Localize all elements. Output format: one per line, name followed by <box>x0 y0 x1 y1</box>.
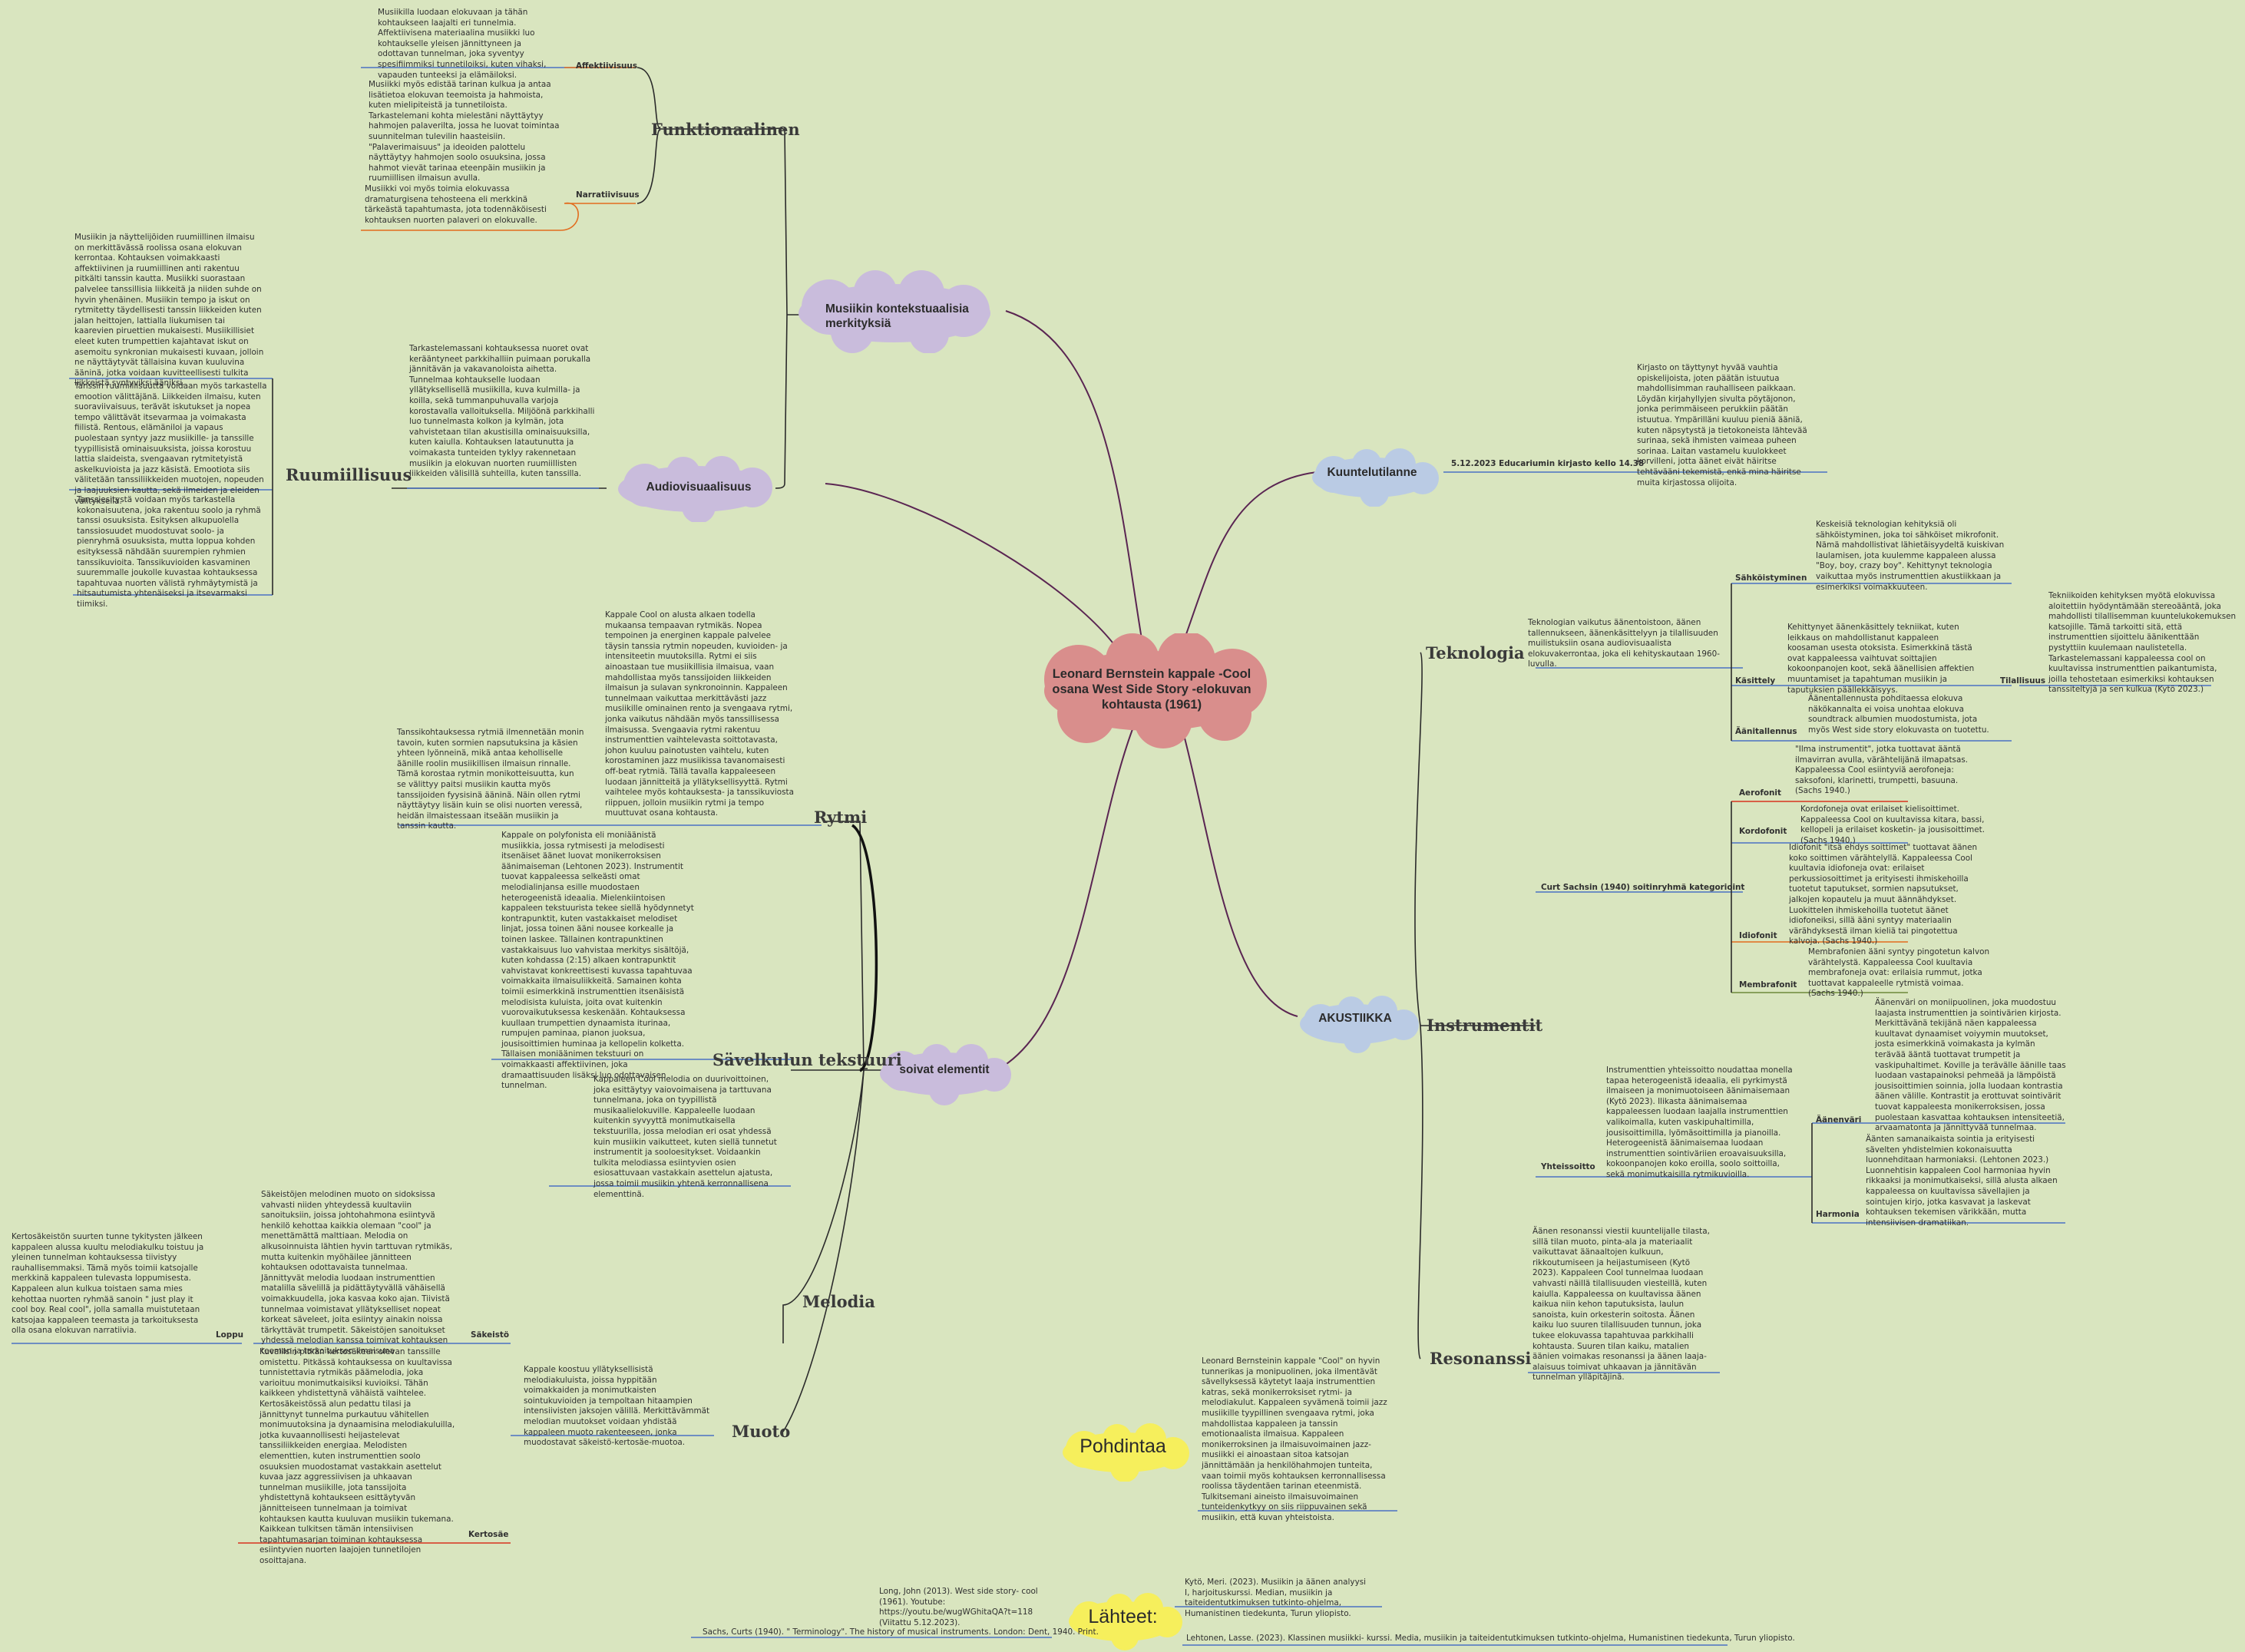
label-aerofonit: Aerofonit <box>1739 788 1781 798</box>
akustiikka-cloud <box>1300 996 1419 1053</box>
branch-akustiikka <box>1182 729 1298 1017</box>
text-sahkoistyminen: Keskeisiä teknologian kehityksiä oli säh… <box>1816 520 2005 592</box>
heading-rytmi: Rytmi <box>814 808 868 827</box>
text-narratiivisuus-a: Musiikki myös edistää tarinan kulkua ja … <box>369 80 560 183</box>
label-narratiivisuus: Narratiivisuus <box>576 190 640 200</box>
ref-lehtonen: Lehtonen, Lasse. (2023). Klassinen musii… <box>1186 1634 1795 1643</box>
av-label: Audiovisuaalisuus <box>646 481 752 494</box>
text-rytmi-b: Tanssikohtauksessa rytmiä ilmennetään mo… <box>397 728 584 831</box>
text-ruumiillisuus-a: Musiikin ja näyttelijöiden ruumiillinen … <box>74 233 264 388</box>
heading-melodia: Melodia <box>802 1292 875 1311</box>
branch-kontekst <box>1005 310 1145 653</box>
label-membrafonit: Membrafonit <box>1739 980 1797 990</box>
center-cloud <box>1044 633 1267 748</box>
ref-long: Long, John (2013). West side story- cool… <box>879 1587 1038 1627</box>
label-sahkoistyminen: Sähköistyminen <box>1735 573 1807 583</box>
kontekst-cloud <box>798 270 990 353</box>
label-kasittely: Käsittely <box>1735 676 1776 686</box>
text-loppu: Kertosäkeistön suurten tunne tykitysten … <box>12 1232 204 1336</box>
text-idiofonit: Idiofonit "itsä ehdys soittimet" tuottav… <box>1789 843 1978 947</box>
text-membrafonit: Membrafonien ääni syntyy pingotetun kalv… <box>1808 947 1990 999</box>
text-affektiivisuus: Musiikilla luodaan elokuvaan ja tähän ko… <box>378 8 547 80</box>
label-idiofonit: Idiofonit <box>1739 931 1777 940</box>
text-melodia: Kappaleen Cool melodia on duurivoittoine… <box>593 1075 777 1199</box>
pohdinta-cloud <box>1063 1423 1189 1482</box>
text-kertosae: Kuvailisin pitkän kertosäkeen olevan tan… <box>260 1347 455 1565</box>
text-muoto: Kappale koostuu yllätyksellisistä melodi… <box>524 1365 710 1448</box>
label-aanenvari: Äänenväri <box>1816 1115 1862 1125</box>
heading-instrumentit: Instrumentit <box>1427 1016 1543 1035</box>
ref-sachs: Sachs, Curts (1940). " Terminology". The… <box>703 1627 1099 1637</box>
soivat-cloud <box>880 1044 1011 1105</box>
heading-muoto: Muoto <box>732 1422 791 1441</box>
branch-av <box>825 483 1129 669</box>
label-harmonia: Harmonia <box>1816 1210 1860 1219</box>
soivat-label: soivat elementit <box>899 1063 990 1076</box>
label-kertosae: Kertosäe <box>468 1530 509 1539</box>
text-yhteissoitto: Instrumenttien yhteissoitto noudattaa mo… <box>1606 1066 1793 1179</box>
label-kordofonit: Kordofonit <box>1739 827 1787 836</box>
text-teknologia: Teknologian vaikutus äänentoistoon, ääne… <box>1528 618 1721 669</box>
branch-soivat <box>997 729 1133 1070</box>
kontekst-label: Musiikin kontekstuaalisia merkityksiä <box>825 302 969 330</box>
text-ruumiillisuus-b: Tanssin ruumiillisuutta voidaan myös tar… <box>74 382 267 506</box>
text-audiovisuaalisuus: Tarkastelemassani kohtauksessa nuoret ov… <box>409 344 595 479</box>
heading-savelkulku: Sävelkulun tekstuuri <box>713 1050 902 1069</box>
akustiikka-label: AKUSTIIKKA <box>1318 1012 1392 1025</box>
lahteet-cloud <box>1069 1593 1182 1650</box>
text-aanenvari: Äänenväri on moniipuolinen, joka muodost… <box>1875 998 2066 1133</box>
text-ruumiillisuus-c: Tanssiesitystä voidaan myös tarkastella … <box>77 495 261 609</box>
label-tilallisuus: Tilallisuus <box>2000 676 2046 686</box>
text-aanitallennus: Äänentallennusta pohditaessa elokuva näk… <box>1808 694 1989 735</box>
label-affektiivisuus: Affektiivisuus <box>576 61 638 71</box>
label-sakeisto: Säkeistö <box>471 1330 510 1340</box>
kuuntelu-label: Kuuntelutilanne <box>1327 466 1417 479</box>
av-cloud <box>618 456 772 522</box>
text-kuuntelu: Kirjasto on täyttynyt hyvää vauhtia opis… <box>1637 363 1807 487</box>
heading-teknologia: Teknologia <box>1426 643 1525 662</box>
text-savelkulku: Kappale on polyfonista eli moniäänistä m… <box>501 831 694 1091</box>
pohdinta-label: Pohdintaa <box>1080 1436 1166 1457</box>
text-kasittely: Kehittynyet äänenkäsittely tekniikat, ku… <box>1787 623 1975 695</box>
text-pohdinta: Leonard Bernsteinin kappale "Cool" on hy… <box>1202 1356 1387 1522</box>
text-narratiivisuus-b: Musiikki voi myös toimia elokuvassa dram… <box>365 184 547 225</box>
text-sakeisto: Säkeistöjen melodinen muoto on sidoksiss… <box>261 1190 453 1356</box>
kuuntelu-cloud <box>1312 448 1439 507</box>
label-loppu: Loppu <box>216 1330 244 1340</box>
text-aerofonit: "Ilma instrumentit", jotka tuottavat ään… <box>1795 745 1969 796</box>
label-yhteissoitto: Yhteissoitto <box>1541 1162 1595 1171</box>
heading-ruumiillisuus: Ruumiillisuus <box>286 465 412 484</box>
text-tilallisuus: Tekniikoiden kehityksen myötä elokuvissa… <box>2048 591 2237 695</box>
text-harmonia: Äänten samanaikaista sointia ja erityise… <box>1866 1135 2058 1227</box>
label-aanitallennus: Äänitallennus <box>1735 727 1797 736</box>
text-kordofonit: Kordofoneja ovat erilaiset kielisoittime… <box>1800 805 1985 845</box>
ref-kyto: Kytö, Meri. (2023). Musiikin ja äänen an… <box>1185 1578 1367 1618</box>
lahteet-label: Lähteet: <box>1088 1606 1158 1627</box>
heading-resonanssi: Resonanssi <box>1430 1349 1532 1368</box>
text-rytmi-a: Kappale Cool on alusta alkaen todella mu… <box>605 610 794 818</box>
text-resonanssi: Äänen resonanssi viestii kuuntelijalle t… <box>1532 1227 1710 1383</box>
heading-funktionaalinen: Funktionaalinen <box>651 120 800 139</box>
label-sachs: Curt Sachsin (1940) soitinryhmä kategori… <box>1541 883 1745 892</box>
label-kuuntelu-date: 5.12.2023 Educariumin kirjasto kello 14.… <box>1451 459 1645 468</box>
branch-kuuntelu <box>1182 471 1318 646</box>
center-title: Leonard Bernstein kappale -Cool osana We… <box>1052 667 1251 712</box>
